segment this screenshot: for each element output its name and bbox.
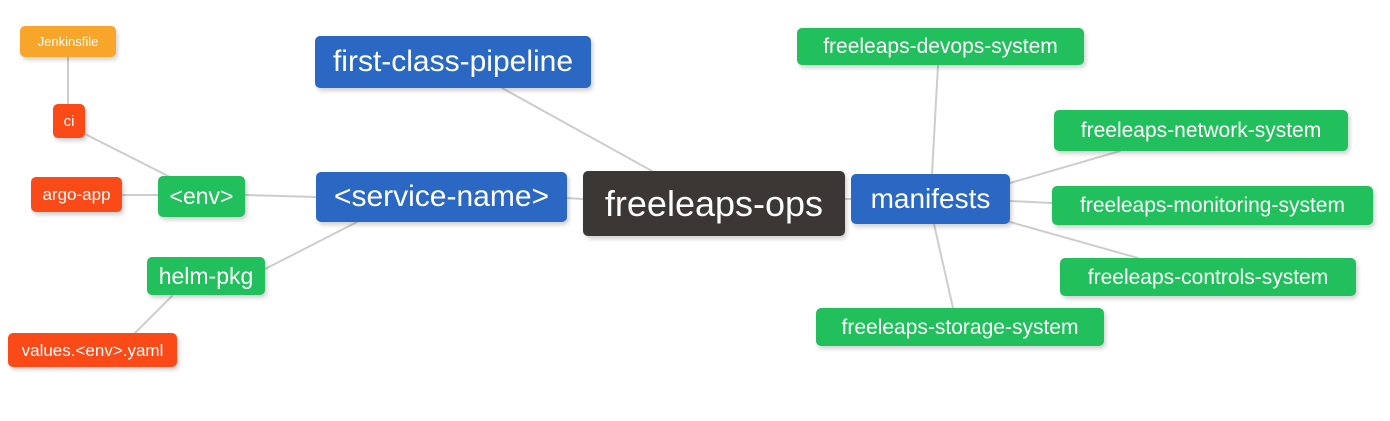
edge-values-env-yaml-to-helm-pkg bbox=[134, 295, 173, 334]
mindmap-node-manifests[interactable]: manifests bbox=[851, 174, 1010, 224]
mindmap-node-service-name[interactable]: <service-name> bbox=[316, 172, 567, 222]
edge-manifests-to-freeleaps-monitoring-system bbox=[1009, 200, 1053, 204]
mindmap-node-argo-app[interactable]: argo-app bbox=[31, 177, 122, 212]
edge-manifests-to-freeleaps-controls-system bbox=[1009, 221, 1139, 259]
edge-ci-to-env bbox=[84, 133, 171, 178]
edge-env-to-service-name bbox=[244, 194, 317, 198]
mindmap-node-ci[interactable]: ci bbox=[53, 104, 85, 138]
mindmap-node-freeleaps-devops-system[interactable]: freeleaps-devops-system bbox=[797, 28, 1084, 65]
mindmap-node-freeleaps-ops[interactable]: freeleaps-ops bbox=[583, 171, 845, 236]
edge-helm-pkg-to-service-name bbox=[264, 221, 358, 270]
mindmap-node-env[interactable]: <env> bbox=[158, 176, 245, 217]
mindmap-node-freeleaps-storage-system[interactable]: freeleaps-storage-system bbox=[816, 308, 1104, 346]
edge-manifests-to-freeleaps-storage-system bbox=[933, 223, 954, 309]
edge-first-class-pipeline-to-freeleaps-ops bbox=[501, 87, 653, 172]
edge-service-name-to-freeleaps-ops bbox=[566, 197, 584, 200]
mindmap-node-helm-pkg[interactable]: helm-pkg bbox=[147, 257, 265, 295]
mindmap-node-freeleaps-network-system[interactable]: freeleaps-network-system bbox=[1054, 110, 1348, 151]
mindmap-node-values-env-yaml[interactable]: values.<env>.yaml bbox=[8, 333, 177, 367]
mindmap-node-first-class-pipeline[interactable]: first-class-pipeline bbox=[315, 36, 591, 88]
mindmap-node-jenkinsfile[interactable]: Jenkinsfile bbox=[20, 26, 116, 57]
mindmap-node-freeleaps-monitoring-system[interactable]: freeleaps-monitoring-system bbox=[1052, 186, 1373, 225]
mindmap-node-freeleaps-controls-system[interactable]: freeleaps-controls-system bbox=[1060, 258, 1356, 296]
edge-manifests-to-freeleaps-network-system bbox=[1009, 150, 1121, 184]
edge-freeleaps-devops-system-to-manifests bbox=[931, 64, 939, 175]
